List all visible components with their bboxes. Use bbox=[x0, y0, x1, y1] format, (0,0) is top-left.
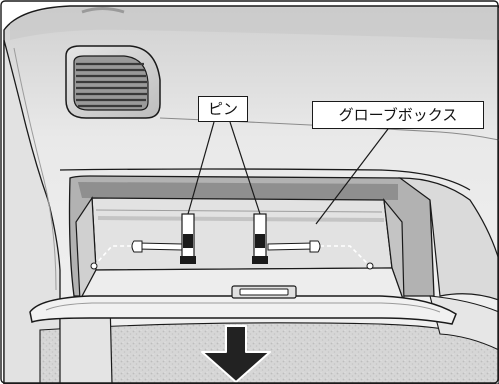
stopper-hole-right bbox=[367, 263, 373, 269]
stopper-rod-right bbox=[268, 243, 314, 250]
pin-right bbox=[252, 214, 268, 264]
glovebox-back-wall bbox=[92, 198, 392, 270]
glovebox-back-rib bbox=[98, 218, 384, 220]
glovebox-cavity-shadow bbox=[78, 182, 398, 200]
stopper-rod-right-end bbox=[310, 241, 320, 252]
glovebox-latch bbox=[232, 286, 296, 298]
air-vent bbox=[66, 46, 160, 118]
pin-label: ピン bbox=[198, 96, 248, 122]
pin-left bbox=[180, 214, 196, 264]
glovebox-label: グローブボックス bbox=[312, 101, 484, 129]
stopper-rod-left-end bbox=[132, 241, 142, 252]
stopper-rod-left bbox=[138, 243, 182, 250]
stopper-hole-left bbox=[91, 263, 97, 269]
